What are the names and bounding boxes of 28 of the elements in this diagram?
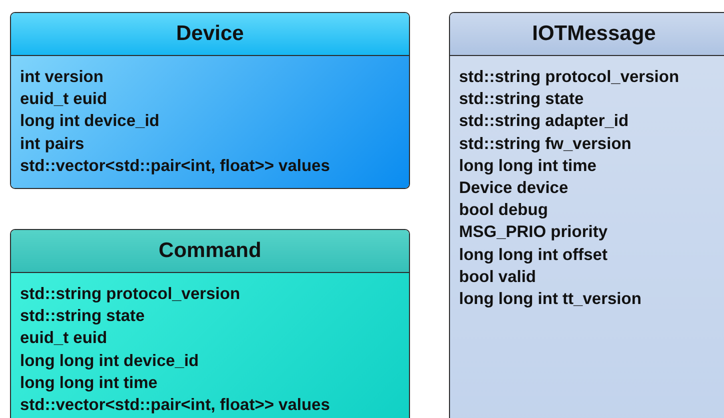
attribute-text: std::vector<std::pair<int, float>> values: [20, 395, 330, 416]
attribute-text: std::string state: [459, 89, 584, 110]
attribute-text: euid_t euid: [20, 89, 108, 110]
attribute-text: std::string protocol_version: [20, 284, 240, 305]
class-name: Device: [176, 22, 244, 45]
attribute-text: long long int offset: [459, 244, 608, 266]
attribute-text: MSG_PRIO priority: [459, 222, 608, 244]
attribute-text: euid_t euid: [20, 328, 108, 350]
class-box: [10, 12, 410, 189]
attribute-text: int version: [20, 67, 104, 88]
attribute-text: std::string adapter_id: [459, 111, 629, 132]
class-name: Command: [158, 239, 262, 262]
attribute-text: std::vector<std::pair<int, float>> values: [20, 156, 330, 177]
attribute-text: std::string protocol_version: [459, 67, 680, 88]
attribute-text: bool debug: [459, 200, 548, 222]
class-box: [449, 12, 724, 418]
attribute-text: long long int time: [20, 372, 158, 394]
attribute-text: bool valid: [459, 266, 536, 288]
class-box: [10, 229, 410, 418]
attribute-text: std::string fw_version: [459, 134, 632, 155]
attribute-text: long long int tt_version: [459, 289, 642, 310]
class-name: IOTMessage: [532, 22, 656, 45]
attribute-text: long int device_id: [20, 111, 160, 132]
attribute-text: std::string state: [20, 306, 145, 328]
attribute-text: int pairs: [20, 134, 84, 155]
attribute-text: long long int device_id: [20, 350, 199, 372]
attribute-text: Device device: [459, 178, 568, 200]
attribute-text: long long int time: [459, 156, 596, 177]
